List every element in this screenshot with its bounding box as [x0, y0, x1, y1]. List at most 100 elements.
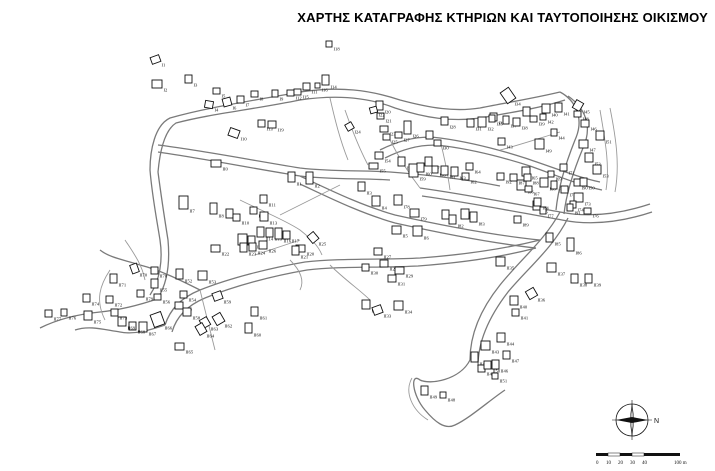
building[interactable]: ΙΙ3	[357, 181, 373, 196]
building-footprint[interactable]	[483, 360, 492, 370]
building-footprint[interactable]	[274, 227, 283, 240]
building[interactable]: ΙΙ38	[570, 273, 588, 288]
building[interactable]: Ι43	[497, 137, 513, 150]
building-footprint[interactable]	[393, 300, 404, 311]
building-footprint[interactable]	[138, 321, 148, 333]
building[interactable]: ΙΙ16	[274, 227, 292, 244]
building[interactable]: Ι88	[523, 173, 539, 186]
building[interactable]: ΙΙ13	[259, 211, 278, 226]
building[interactable]: ΙΙ31	[387, 274, 406, 287]
building[interactable]: ΙΙ43	[480, 340, 500, 355]
building[interactable]: Ι20	[375, 100, 391, 115]
building-footprint[interactable]	[128, 321, 137, 331]
building[interactable]: Ι19	[267, 120, 284, 133]
building[interactable]: Ι14	[321, 74, 337, 90]
building[interactable]: ΙΙ39	[584, 273, 602, 288]
building-footprint[interactable]	[314, 82, 321, 89]
building[interactable]: ΙΙ40	[509, 295, 528, 310]
building[interactable]: ΙΙ22	[210, 244, 230, 257]
building-footprint[interactable]	[522, 106, 531, 117]
building-footprint[interactable]	[546, 262, 557, 273]
building[interactable]: Ι64	[465, 162, 481, 175]
building-footprint[interactable]	[379, 125, 389, 133]
building[interactable]: ΙΙ73	[110, 308, 128, 321]
building[interactable]: ΙΙ36	[524, 286, 546, 303]
building-footprint[interactable]	[153, 293, 162, 301]
building-footprint[interactable]	[573, 192, 584, 203]
building-footprint[interactable]	[212, 87, 221, 95]
building-footprint[interactable]	[523, 173, 532, 182]
building[interactable]: Ι7	[236, 95, 250, 108]
building-footprint[interactable]	[305, 171, 314, 185]
building-footprint[interactable]	[210, 244, 221, 253]
building[interactable]: Ι4	[203, 99, 219, 113]
building[interactable]: ΙΙ51	[491, 372, 508, 384]
building[interactable]: Ι9	[271, 89, 284, 102]
building-footprint[interactable]	[391, 225, 402, 235]
building-footprint[interactable]	[225, 208, 234, 219]
building-footprint[interactable]	[325, 40, 333, 48]
building-footprint[interactable]	[441, 209, 450, 220]
building[interactable]: ΙΙ52	[175, 268, 193, 284]
building[interactable]: Ι41	[554, 102, 570, 117]
building-footprint[interactable]	[149, 54, 162, 65]
building-footprint[interactable]	[511, 308, 520, 317]
building[interactable]: Ι78	[393, 194, 410, 210]
building-footprint[interactable]	[236, 95, 245, 104]
building-footprint[interactable]	[232, 213, 241, 222]
building-footprint[interactable]	[136, 289, 145, 298]
building-footprint[interactable]	[559, 163, 568, 172]
building-footprint[interactable]	[227, 126, 241, 140]
building-footprint[interactable]	[497, 137, 506, 146]
building[interactable]: ΙΙ75	[83, 310, 102, 325]
building-footprint[interactable]	[344, 121, 355, 132]
building[interactable]: Ι60	[416, 162, 432, 177]
building-footprint[interactable]	[496, 332, 506, 343]
building-footprint[interactable]	[580, 119, 590, 128]
building-footprint[interactable]	[286, 89, 295, 97]
building-footprint[interactable]	[440, 165, 449, 176]
building[interactable]: ΙΙ6	[412, 225, 430, 241]
building-footprint[interactable]	[566, 237, 575, 252]
building-footprint[interactable]	[197, 270, 208, 281]
building-footprint[interactable]	[302, 82, 311, 91]
building[interactable]: Ι79	[409, 208, 427, 222]
building-footprint[interactable]	[550, 180, 558, 190]
building-footprint[interactable]	[431, 165, 439, 174]
building[interactable]: Ι2	[151, 79, 168, 93]
building-footprint[interactable]	[513, 215, 522, 224]
building[interactable]: ΙΙ71	[109, 273, 127, 288]
building-footprint[interactable]	[539, 113, 547, 121]
building-footprint[interactable]	[560, 185, 569, 194]
building-footprint[interactable]	[439, 391, 447, 399]
building-footprint[interactable]	[502, 115, 510, 125]
building[interactable]: ΙΙ24	[248, 242, 266, 256]
building-footprint[interactable]	[539, 206, 547, 215]
building-footprint[interactable]	[529, 115, 538, 123]
building[interactable]: ΙΙ25	[306, 230, 327, 247]
building-footprint[interactable]	[516, 179, 527, 191]
building-footprint[interactable]	[250, 306, 259, 317]
building-footprint[interactable]	[477, 116, 487, 128]
building[interactable]: Ι77	[539, 206, 554, 219]
building[interactable]: ΙΙ35	[495, 256, 515, 271]
building-footprint[interactable]	[82, 293, 91, 303]
building-footprint[interactable]	[465, 162, 474, 171]
building-footprint[interactable]	[60, 308, 68, 317]
building[interactable]: Ι38	[512, 117, 528, 131]
building[interactable]: ΙΙ67	[138, 321, 157, 337]
building-footprint[interactable]	[257, 119, 266, 128]
building-footprint[interactable]	[524, 286, 539, 301]
building-footprint[interactable]	[491, 372, 499, 380]
building[interactable]: Ι83	[469, 211, 485, 227]
building-footprint[interactable]	[178, 195, 189, 210]
building-footprint[interactable]	[470, 351, 479, 363]
building-footprint[interactable]	[550, 128, 558, 137]
building[interactable]: ΙΙ68	[128, 321, 146, 335]
building-footprint[interactable]	[376, 112, 385, 120]
building[interactable]: ΙΙ26	[258, 240, 277, 254]
building-footprint[interactable]	[541, 103, 551, 114]
building[interactable]: Ι28	[440, 116, 456, 130]
building-footprint[interactable]	[448, 214, 457, 225]
building-footprint[interactable]	[271, 89, 279, 98]
